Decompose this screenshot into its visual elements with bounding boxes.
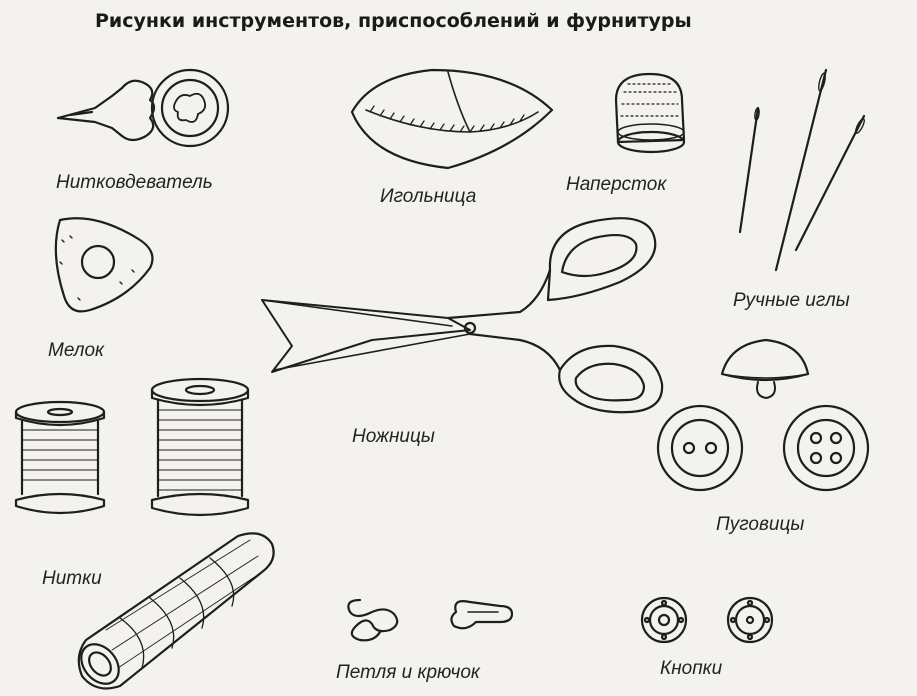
label-hook-and-eye: Петля и крючок	[336, 662, 480, 683]
needle-threader-illustration	[58, 70, 228, 146]
label-chalk: Мелок	[48, 340, 105, 361]
four-hole-button-illustration	[784, 406, 868, 490]
label-needle-case: Игольница	[380, 186, 477, 207]
label-thimble: Наперсток	[566, 174, 667, 195]
hand-needles-illustration	[740, 70, 866, 270]
two-hole-button-illustration	[658, 406, 742, 490]
label-scissors: Ножницы	[352, 426, 435, 447]
snap-buttons-illustration	[642, 598, 772, 642]
label-snaps: Кнопки	[660, 658, 723, 679]
needle-case-illustration	[352, 70, 552, 168]
small-thread-spool-illustration	[16, 402, 104, 513]
hook-and-eye-illustration	[348, 600, 512, 640]
chalk-illustration	[56, 218, 153, 311]
label-buttons: Пуговицы	[716, 514, 805, 535]
thread-tube-illustration	[74, 533, 274, 691]
scissors-illustration	[262, 218, 662, 412]
shank-button-illustration	[722, 340, 808, 398]
label-threads: Нитки	[42, 568, 102, 589]
thimble-illustration	[616, 74, 684, 152]
large-thread-spool-illustration	[152, 379, 248, 515]
label-hand-needles: Ручные иглы	[733, 290, 850, 311]
page-title: Рисунки инструментов, приспособлений и ф…	[95, 10, 692, 32]
label-threader: Нитковдеватель	[56, 172, 213, 193]
